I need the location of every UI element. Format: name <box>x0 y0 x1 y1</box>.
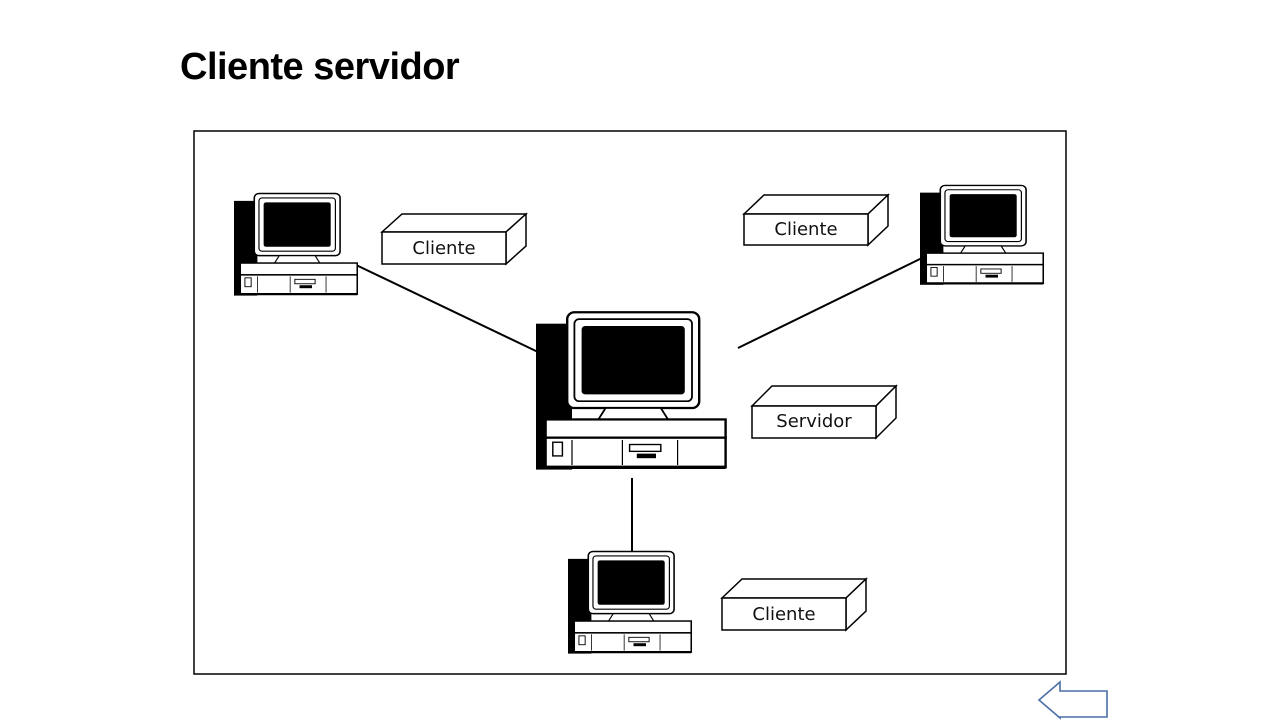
label-box-client-top-left: Cliente <box>380 212 528 266</box>
label-box-client-bottom: Cliente <box>720 577 868 632</box>
back-button[interactable] <box>1036 680 1112 720</box>
client-computer-icon <box>918 184 1045 286</box>
label-server: Servidor <box>776 411 852 432</box>
server-computer-icon <box>534 310 728 472</box>
label-client-top-right: Cliente <box>774 219 837 240</box>
client-computer-icon <box>566 550 693 655</box>
left-arrow-icon <box>1037 680 1108 720</box>
client-computer-icon <box>232 192 359 297</box>
slide-title: Cliente servidor <box>180 46 460 88</box>
label-box-client-top-right: Cliente <box>742 193 890 247</box>
label-client-top-left: Cliente <box>412 238 475 259</box>
label-client-bottom: Cliente <box>752 604 815 625</box>
edge-client-top-right-server <box>737 257 923 349</box>
edge-client-top-left-server <box>353 263 539 353</box>
label-box-server: Servidor <box>750 384 898 440</box>
